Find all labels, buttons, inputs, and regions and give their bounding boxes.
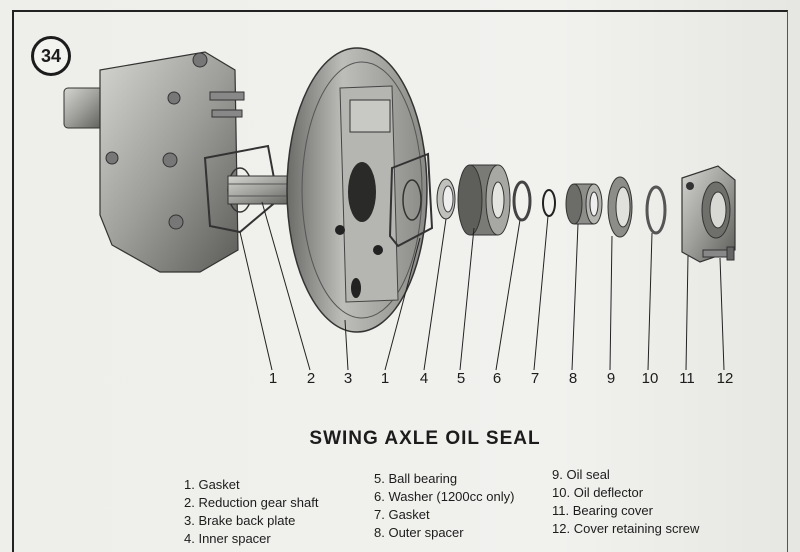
ball-bearing <box>457 164 511 236</box>
reduction-gear-housing <box>63 51 245 273</box>
inner-spacer <box>436 178 456 220</box>
callout-4: 4 <box>419 370 429 387</box>
washer <box>512 180 532 222</box>
legend-item: 1. Gasket <box>184 477 240 492</box>
callout-5: 5 <box>456 370 466 387</box>
legend-item: 5. Ball bearing <box>374 471 458 486</box>
callout-10: 10 <box>641 370 659 387</box>
diagram-title: SWING AXLE OIL SEAL <box>309 428 541 449</box>
callout-6: 6 <box>492 370 502 387</box>
callout-11: 11 <box>679 370 695 387</box>
oil-seal <box>607 176 633 238</box>
gasket-right <box>388 152 434 248</box>
legend-item: 4. Inner spacer <box>184 531 271 546</box>
legend-item: 10. Oil deflector <box>552 485 644 500</box>
legend-item: 9. Oil seal <box>552 467 610 482</box>
figure-frame <box>12 10 788 552</box>
callout-7: 7 <box>530 370 540 387</box>
leader-lines <box>239 201 725 371</box>
callout-12: 12 <box>716 370 734 387</box>
legend-column-2: 5. Ball bearing 6. Washer (1200cc only) … <box>374 470 514 542</box>
callout-1-right: 1 <box>380 370 390 387</box>
brake-back-plate <box>286 47 428 333</box>
callout-3: 3 <box>343 370 353 387</box>
legend-item: 11. Bearing cover <box>552 503 653 518</box>
figure-number-badge: 34 <box>31 36 71 76</box>
bearing-cover <box>681 165 736 263</box>
legend-item: 3. Brake back plate <box>184 513 296 528</box>
legend-item: 8. Outer spacer <box>374 525 464 540</box>
legend-column-1: 1. Gasket 2. Reduction gear shaft 3. Bra… <box>184 476 318 548</box>
legend-item: 7. Gasket <box>374 507 430 522</box>
callout-2: 2 <box>306 370 316 387</box>
oil-deflector <box>645 185 667 235</box>
legend-item: 2. Reduction gear shaft <box>184 495 319 510</box>
gasket-small <box>542 189 556 217</box>
callout-8: 8 <box>568 370 578 387</box>
callout-9: 9 <box>606 370 616 387</box>
callout-1-left: 1 <box>268 370 278 387</box>
exploded-view-diagram <box>63 47 736 371</box>
legend-item: 6. Washer (1200cc only) <box>374 489 515 504</box>
legend-item: 12. Cover retaining screw <box>552 521 700 536</box>
cover-retaining-screw <box>702 246 735 261</box>
legend-column-3: 9. Oil seal 10. Oil deflector 11. Bearin… <box>552 466 699 538</box>
figure-number: 34 <box>40 45 62 66</box>
outer-spacer <box>565 183 603 225</box>
